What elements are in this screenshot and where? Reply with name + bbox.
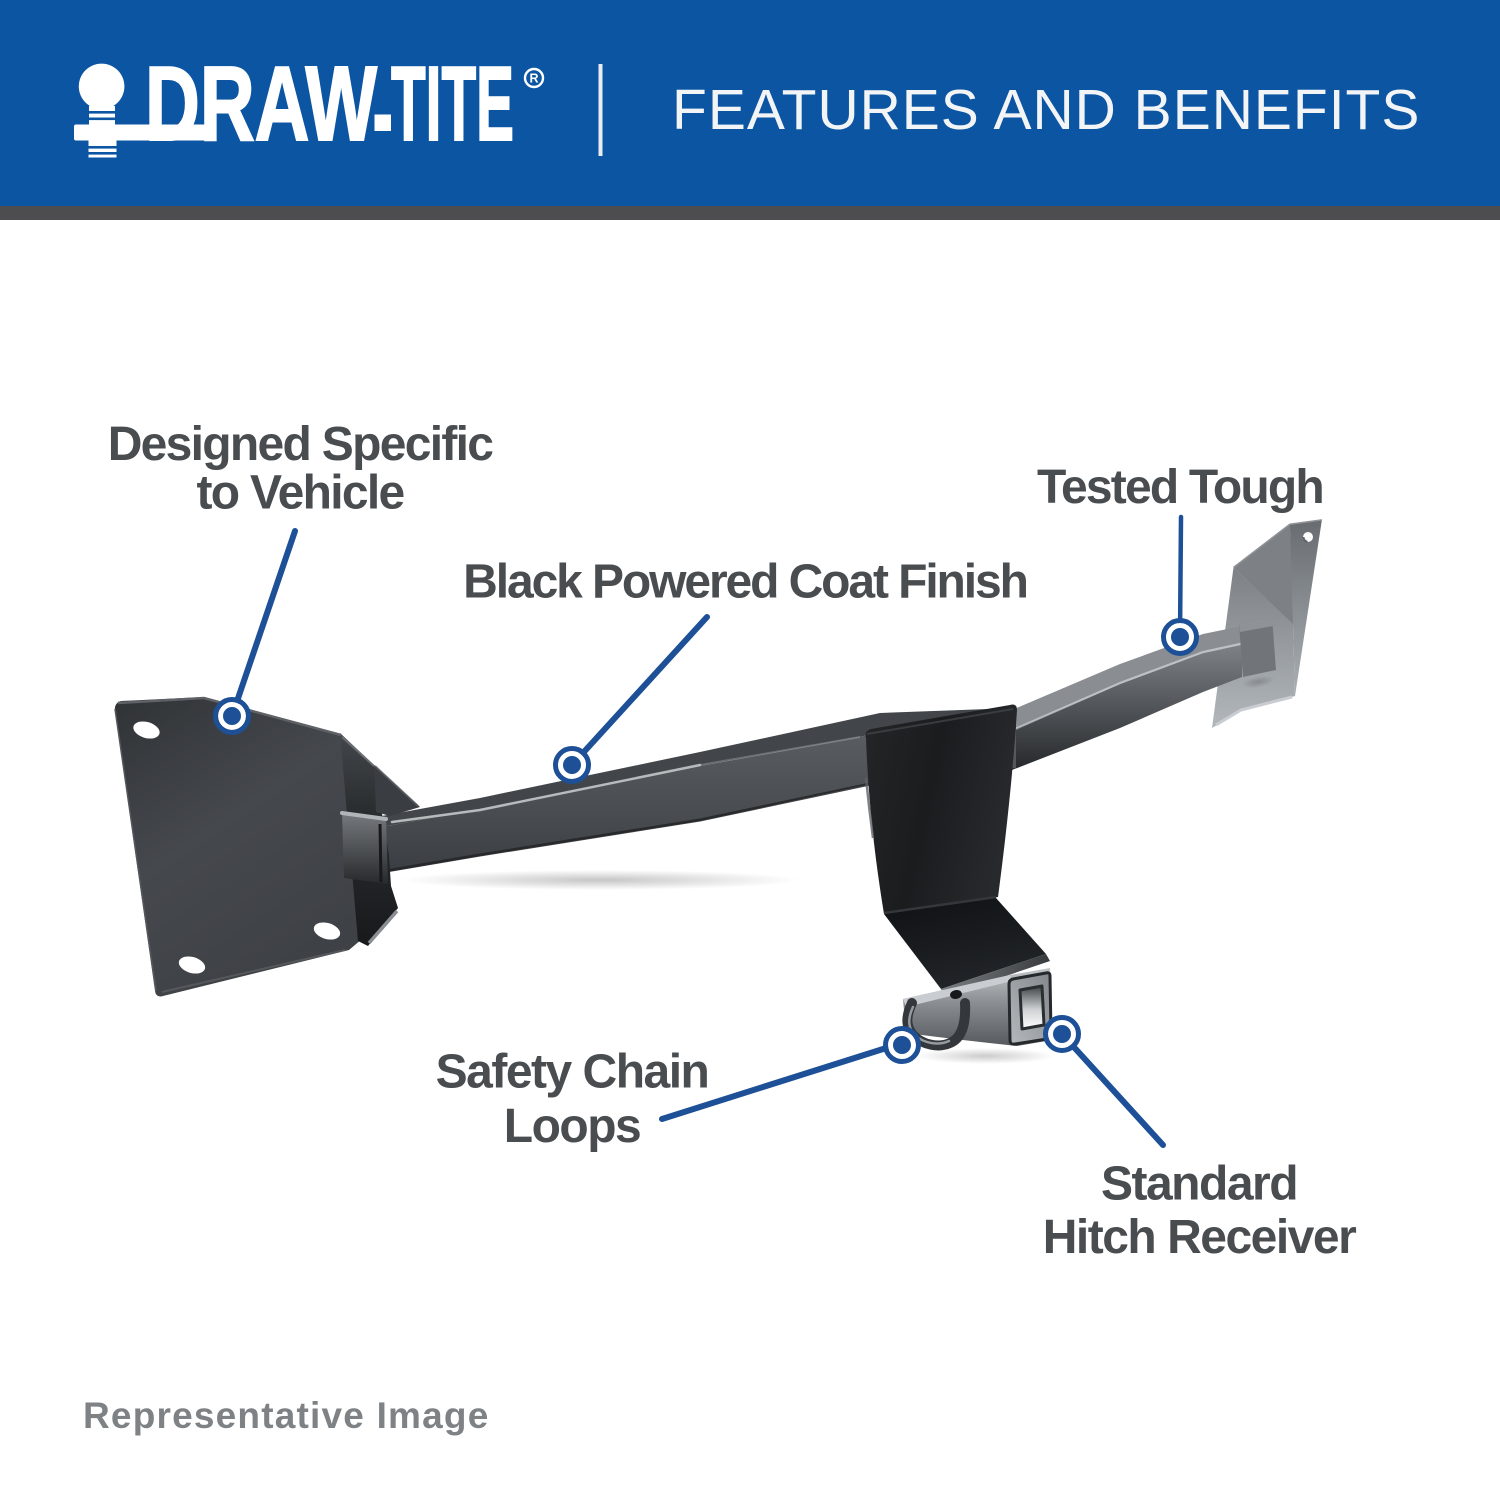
svg-text:Representative Image: Representative Image — [83, 1395, 490, 1436]
svg-text:Loops: Loops — [504, 1100, 640, 1153]
svg-text:Standard: Standard — [1101, 1158, 1297, 1211]
svg-text:Designed Specific: Designed Specific — [108, 418, 494, 471]
svg-text:Black Powered Coat Finish: Black Powered Coat Finish — [463, 556, 1027, 609]
svg-text:Hitch Receiver: Hitch Receiver — [1043, 1211, 1356, 1264]
svg-text:TITE: TITE — [391, 45, 514, 163]
svg-text:FEATURES AND BENEFITS: FEATURES AND BENEFITS — [672, 78, 1420, 142]
svg-text:to Vehicle: to Vehicle — [196, 467, 404, 520]
svg-text:Tested Tough: Tested Tough — [1037, 461, 1323, 514]
svg-text:R: R — [529, 72, 538, 86]
svg-text:Safety Chain: Safety Chain — [436, 1046, 709, 1099]
svg-text:DRAW: DRAW — [145, 45, 377, 163]
